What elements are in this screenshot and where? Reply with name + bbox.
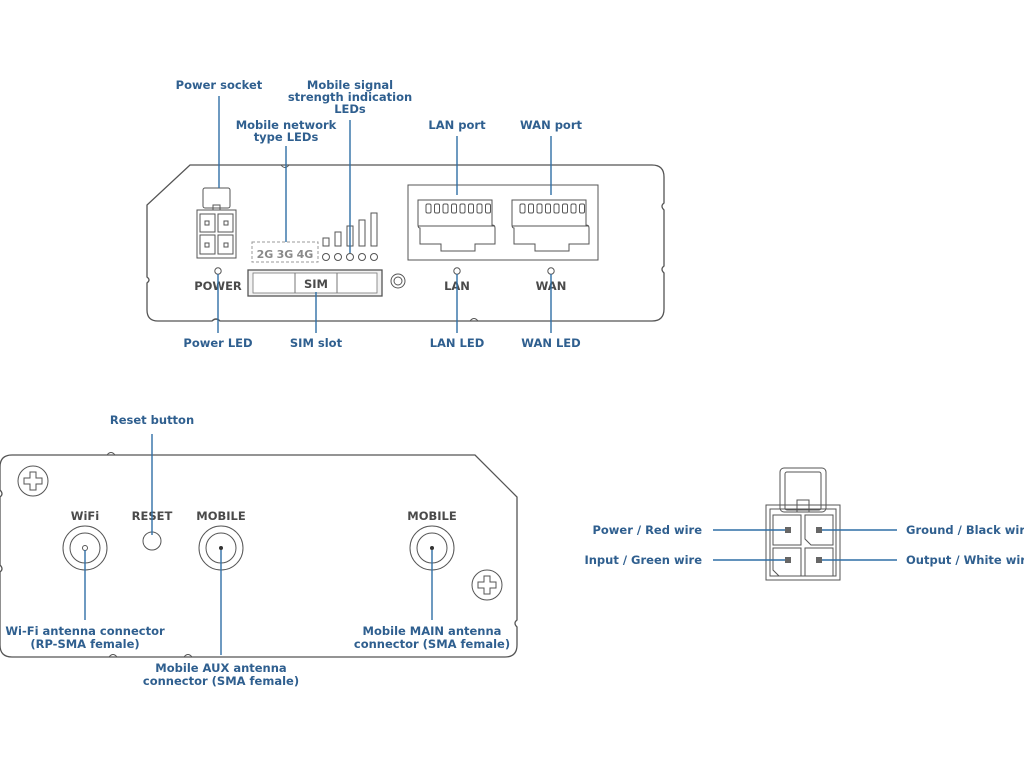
back-notch <box>106 452 116 456</box>
power-connector-pinout: Power / Red wire Input / Green wire Grou… <box>584 467 1024 581</box>
mobile-aux-label: MOBILE <box>196 509 246 523</box>
rj45-contact <box>536 203 543 214</box>
power-led <box>214 267 222 275</box>
sim-slot[interactable] <box>247 269 383 297</box>
rj45-contact <box>451 203 457 214</box>
rj45-contact <box>528 203 534 214</box>
sim-label: SIM <box>304 277 328 291</box>
back-panel: WiFi RESET MOBILE MOBILE Reset button Wi… <box>0 413 518 688</box>
pin-top-right <box>804 514 834 546</box>
callout-signal-leds-2: strength indication <box>288 90 412 104</box>
callout-lan-port: LAN port <box>428 118 486 132</box>
back-panel-body <box>0 454 518 658</box>
rj45-contact <box>476 203 483 214</box>
rj45-contact <box>545 203 551 214</box>
screw-icon <box>17 465 49 497</box>
pin-bottom-right <box>804 547 834 577</box>
connector-clip <box>796 499 810 513</box>
callout-main-2: connector (SMA female) <box>354 637 510 651</box>
callout-signal-leds-1: Mobile signal <box>307 78 393 92</box>
rj45-contact <box>570 203 577 214</box>
lan-port[interactable] <box>417 199 496 252</box>
back-notch <box>108 654 118 658</box>
pin-label-input: Input / Green wire <box>584 553 702 567</box>
pin-label-power: Power / Red wire <box>592 523 702 537</box>
connector-housing-inner <box>769 508 837 577</box>
back-notch <box>183 654 193 658</box>
rj45-contact <box>579 203 585 214</box>
rj45-contact <box>425 203 432 214</box>
pin-label-output: Output / White wire <box>906 553 1024 567</box>
callout-wan-port: WAN port <box>520 118 583 132</box>
network-type-box <box>251 241 319 263</box>
mobile-main-label: MOBILE <box>407 509 457 523</box>
rj45-contact <box>459 203 466 214</box>
callout-network-type-2: type LEDs <box>254 130 319 144</box>
callout-main-1: Mobile MAIN antenna <box>363 624 502 638</box>
net-2g-label: 2G <box>257 248 274 261</box>
ground-screw <box>390 273 406 289</box>
callout-aux-2: connector (SMA female) <box>143 674 299 688</box>
callout-wifi-1: Wi-Fi antenna connector <box>5 624 165 638</box>
callout-lan-led: LAN LED <box>430 336 485 350</box>
callout-sim-slot: SIM slot <box>290 336 343 350</box>
callout-network-type-1: Mobile network <box>236 118 337 132</box>
screw-icon <box>471 569 503 601</box>
wifi-label: WiFi <box>71 509 99 523</box>
connector-latch-inner <box>784 471 822 511</box>
front-notch <box>280 164 290 168</box>
rj45-contact <box>553 203 560 214</box>
front-panel: POWER 2G 3G 4G SIM <box>146 78 665 350</box>
callout-signal-leds-3: LEDs <box>334 102 366 116</box>
ground-screw-inner <box>393 276 403 286</box>
lan-led <box>453 267 461 275</box>
front-notch <box>469 318 479 322</box>
callout-wan-led: WAN LED <box>521 336 580 350</box>
ethernet-port-block <box>407 184 599 261</box>
net-3g-label: 3G <box>277 248 294 261</box>
callout-wifi-2: (RP-SMA female) <box>30 637 139 651</box>
pin-label-ground: Ground / Black wire <box>906 523 1024 537</box>
power-socket <box>196 187 237 259</box>
callout-aux-1: Mobile AUX antenna <box>155 661 286 675</box>
wan-led <box>547 267 555 275</box>
callout-reset-button: Reset button <box>110 413 194 427</box>
rj45-contact <box>468 203 474 214</box>
rj45-contact <box>562 203 568 214</box>
connector-housing <box>765 504 841 581</box>
rj45-contact <box>519 203 526 214</box>
rj45-contact <box>485 203 491 214</box>
rj45-contact <box>434 203 440 214</box>
net-4g-label: 4G <box>297 248 314 261</box>
signal-leds <box>322 253 378 261</box>
callout-power-led: Power LED <box>183 336 252 350</box>
pin-top-left <box>772 514 802 546</box>
wan-port[interactable] <box>511 199 590 252</box>
pin-bottom-left <box>772 547 802 577</box>
signal-strength-bars <box>322 212 378 247</box>
rj45-contact <box>442 203 449 214</box>
front-panel-body <box>146 164 665 322</box>
callout-power-socket: Power socket <box>176 78 263 92</box>
